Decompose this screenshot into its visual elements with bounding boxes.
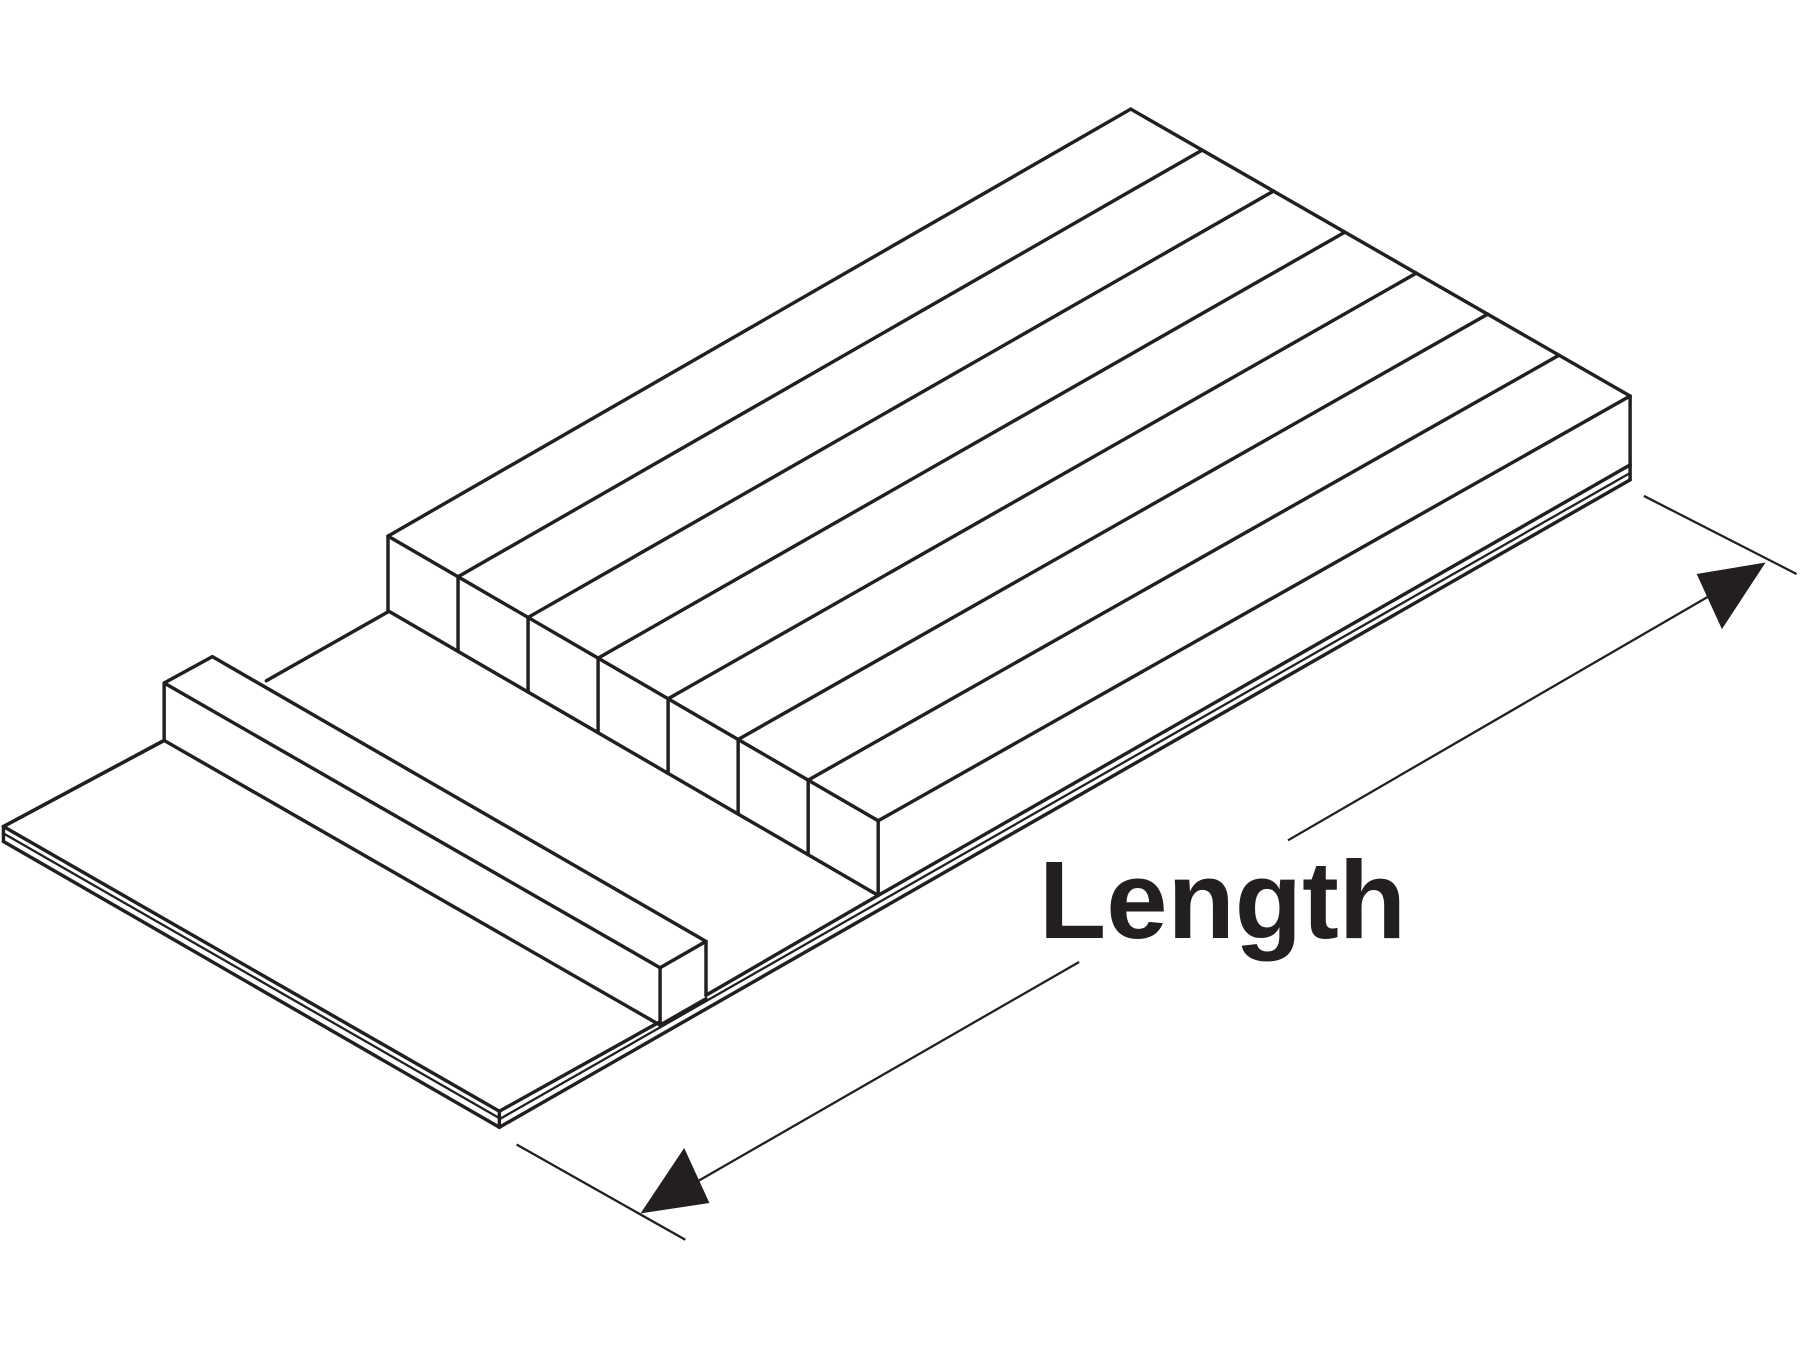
slat-divider-line (456, 148, 1204, 579)
slat-divider-line (736, 312, 1490, 742)
slat-end-top-edge (736, 737, 810, 782)
slat-block-right-edge (1129, 107, 1632, 398)
slat-block-front-top-edge (876, 394, 1632, 823)
slat-end-top-edge (596, 656, 670, 701)
extension-line-back (1643, 494, 1798, 576)
front-bar (162, 654, 708, 1027)
arrowhead-lower-icon (640, 1147, 710, 1214)
slat-back-edge (386, 107, 1133, 538)
dimension-line-lower (665, 960, 1080, 1201)
slat-block (386, 107, 1632, 898)
length-dimension: Length (516, 494, 1798, 1241)
slat-divider-line (526, 189, 1276, 620)
arrowhead-upper-icon (1696, 562, 1766, 630)
slat-divider-line (596, 230, 1347, 660)
length-label: Length (1039, 839, 1406, 962)
slat-divider-line (806, 353, 1561, 782)
slat-divider-line (666, 271, 1419, 701)
extension-line-front (516, 1143, 686, 1241)
slat-end-top-edge (526, 615, 600, 660)
base-plate (1, 463, 1632, 1130)
slat-bottom-front-edge (386, 608, 880, 898)
dimension-line-upper (1287, 581, 1734, 842)
slat-end-top-edge (806, 778, 880, 823)
slat-end-top-edge (386, 534, 460, 579)
slat-end-top-edge (456, 575, 530, 620)
slat-end-top-edge (666, 697, 740, 742)
